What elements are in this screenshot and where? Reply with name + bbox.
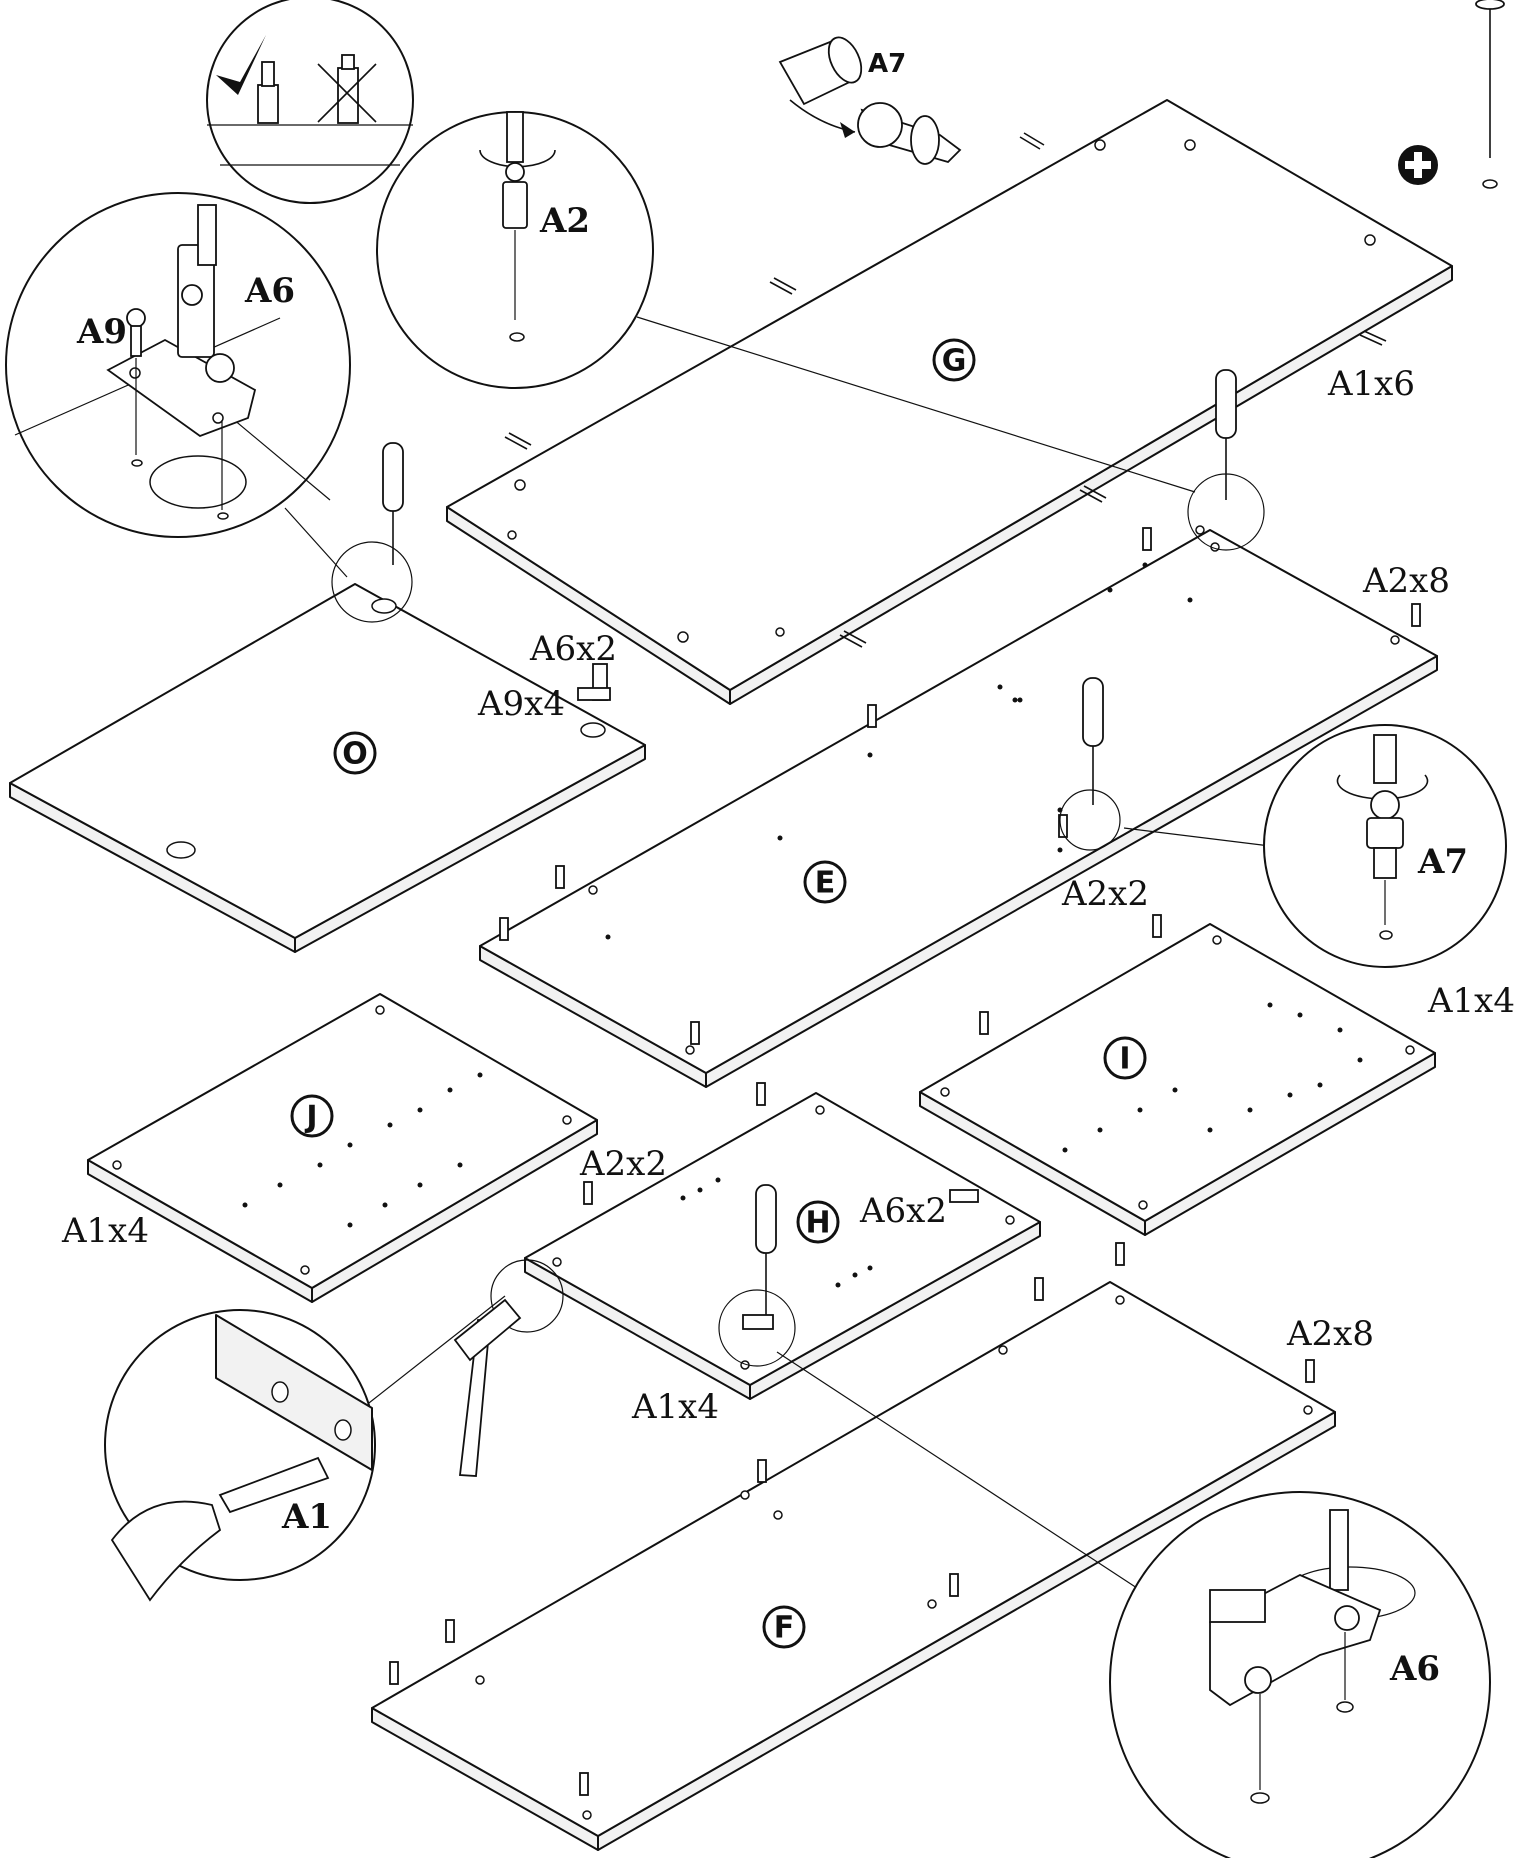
- panel-h-marker: [796, 1200, 840, 1244]
- i-a2-count: A2x2: [1061, 874, 1149, 914]
- o-a6-count: A6x2: [529, 629, 617, 669]
- h-a1-count: A1x4: [631, 1387, 719, 1427]
- panel-o-marker: [333, 731, 377, 775]
- detail-markers: [331, 473, 1265, 1367]
- a2-detail: A2: [376, 111, 654, 389]
- fit-check-detail: [206, 0, 414, 204]
- panel-i-marker: [1103, 1036, 1147, 1080]
- a9-detail-label: A9: [76, 312, 127, 352]
- panel-o-label: O: [342, 737, 368, 772]
- o-a9-count: A9x4: [477, 684, 565, 724]
- a7-top-illustration: A7: [778, 36, 962, 165]
- f-a2-count: A2x8: [1286, 1314, 1374, 1354]
- a6-detail-label: A6: [244, 271, 295, 311]
- leader-lines: [284, 316, 1271, 1591]
- a2-detail-label: A2: [539, 201, 590, 241]
- panel-e-marker: [803, 860, 847, 904]
- screwdriver-icon: [382, 369, 1237, 1315]
- quantity-labels: A1x6 A2x8 A6x2 A9x4 A2x2 A1x4 A1x4 A2x2 …: [61, 364, 1515, 1427]
- nail-icon: [1475, 0, 1505, 189]
- panel-j: J: [87, 993, 598, 1303]
- hinge-h: [742, 1189, 979, 1330]
- a6-bottom-detail: A6: [1109, 1491, 1491, 1858]
- panel-g-marker: [932, 338, 976, 382]
- plus-icon: [1398, 145, 1438, 185]
- a7-detail-label: A7: [1417, 842, 1468, 882]
- panel-j-marker: [290, 1094, 334, 1138]
- cross-icon: [317, 63, 377, 123]
- a1-detail: A1: [104, 1309, 376, 1602]
- checkmark-icon: [216, 35, 266, 95]
- h-a6-count: A6x2: [859, 1191, 947, 1231]
- panel-j-label: J: [304, 1100, 317, 1135]
- panel-e-label: E: [815, 866, 836, 901]
- e-a2-count: A2x8: [1362, 561, 1450, 601]
- hinge-o: [577, 663, 611, 701]
- panel-f: F: [371, 1242, 1336, 1851]
- panel-i: I: [919, 914, 1436, 1236]
- panel-f-marker: [762, 1605, 806, 1649]
- panel-h-label: H: [805, 1206, 830, 1241]
- a7-detail: A7: [1263, 724, 1507, 968]
- a6-a9-detail: A9 A6: [5, 192, 351, 538]
- panel-f-label: F: [774, 1611, 795, 1646]
- panel-g-label: G: [942, 344, 967, 379]
- hammer-icon: [453, 1298, 522, 1477]
- a6-bottom-detail-label: A6: [1389, 1649, 1440, 1689]
- panel-e: E: [479, 527, 1438, 1088]
- a1-detail-label: A1: [281, 1497, 332, 1537]
- i-a1-count: A1x4: [1427, 981, 1515, 1021]
- panel-g: G: [446, 99, 1453, 705]
- j-a1-count: A1x4: [61, 1211, 149, 1251]
- a7-top-label: A7: [868, 49, 906, 79]
- panel-h: H: [524, 1082, 1041, 1400]
- h-a2-count: A2x2: [579, 1144, 667, 1184]
- panel-i-label: I: [1119, 1042, 1130, 1077]
- panel-o: O: [9, 583, 646, 953]
- g-a1-count: A1x6: [1327, 364, 1415, 404]
